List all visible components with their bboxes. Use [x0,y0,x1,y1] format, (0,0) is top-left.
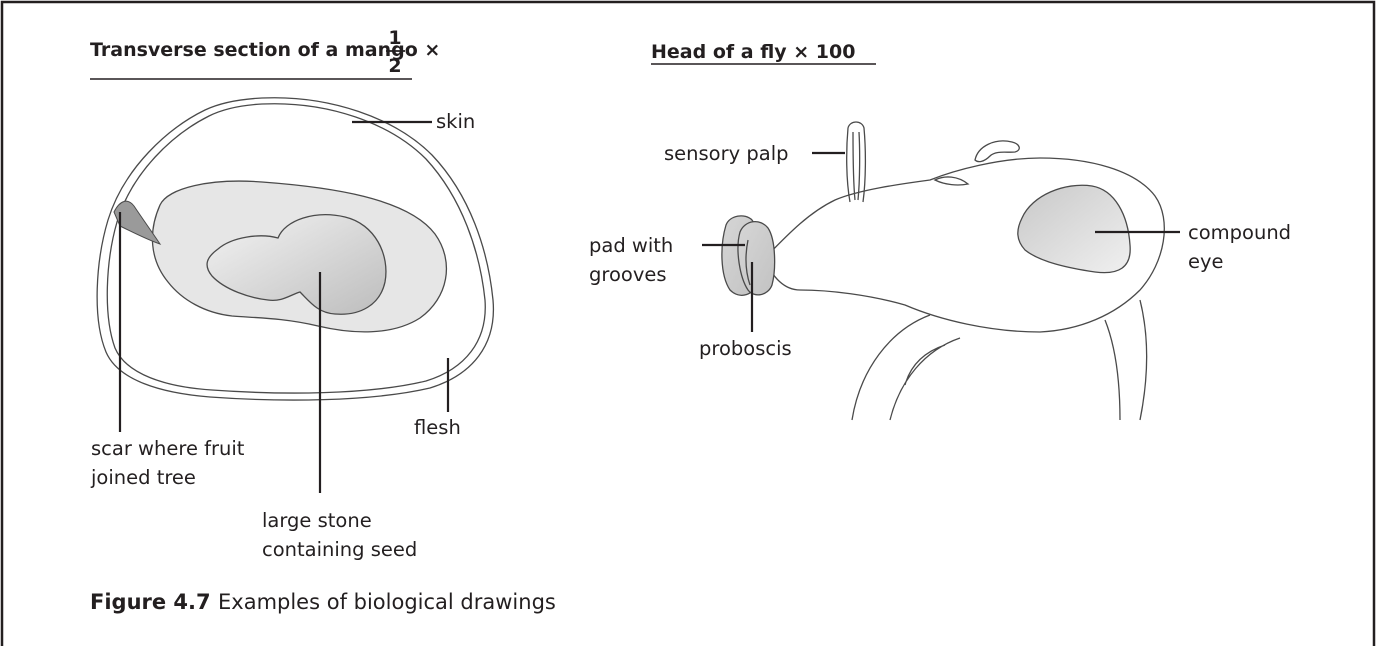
fly-neck-lines [890,320,1120,420]
fly-antenna-base [975,141,1019,162]
caption-number: Figure 4.7 [90,590,211,614]
label-flesh: flesh [414,416,461,439]
fly-drawing: Head of a fly × 100 sensory palp pad wit… [589,41,1291,420]
label-eye-line2: eye [1188,250,1224,273]
label-proboscis: proboscis [699,337,792,360]
label-stone-line2: containing seed [262,538,417,561]
fly-frons [935,177,968,185]
label-pad-line2: grooves [589,263,667,286]
label-stone-line1: large stone [262,509,372,532]
fly-compound-eye [1018,185,1130,272]
mango-scale-denominator: 2 [388,55,401,77]
mango-drawing: Transverse section of a mango × 1 2 skin… [90,27,493,561]
label-scar-line2: joined tree [90,466,196,489]
label-scar-line1: scar where fruit [91,437,245,460]
fly-title: Head of a fly × 100 [651,41,855,63]
mango-scale-numerator: 1 [388,27,401,49]
caption-text: Examples of biological drawings [218,590,556,614]
label-pad-line1: pad with [589,234,673,257]
label-eye-line1: compound [1188,221,1291,244]
label-skin: skin [436,110,475,133]
label-sensory-palp: sensory palp [664,142,788,165]
fly-sensory-palp [847,122,866,202]
